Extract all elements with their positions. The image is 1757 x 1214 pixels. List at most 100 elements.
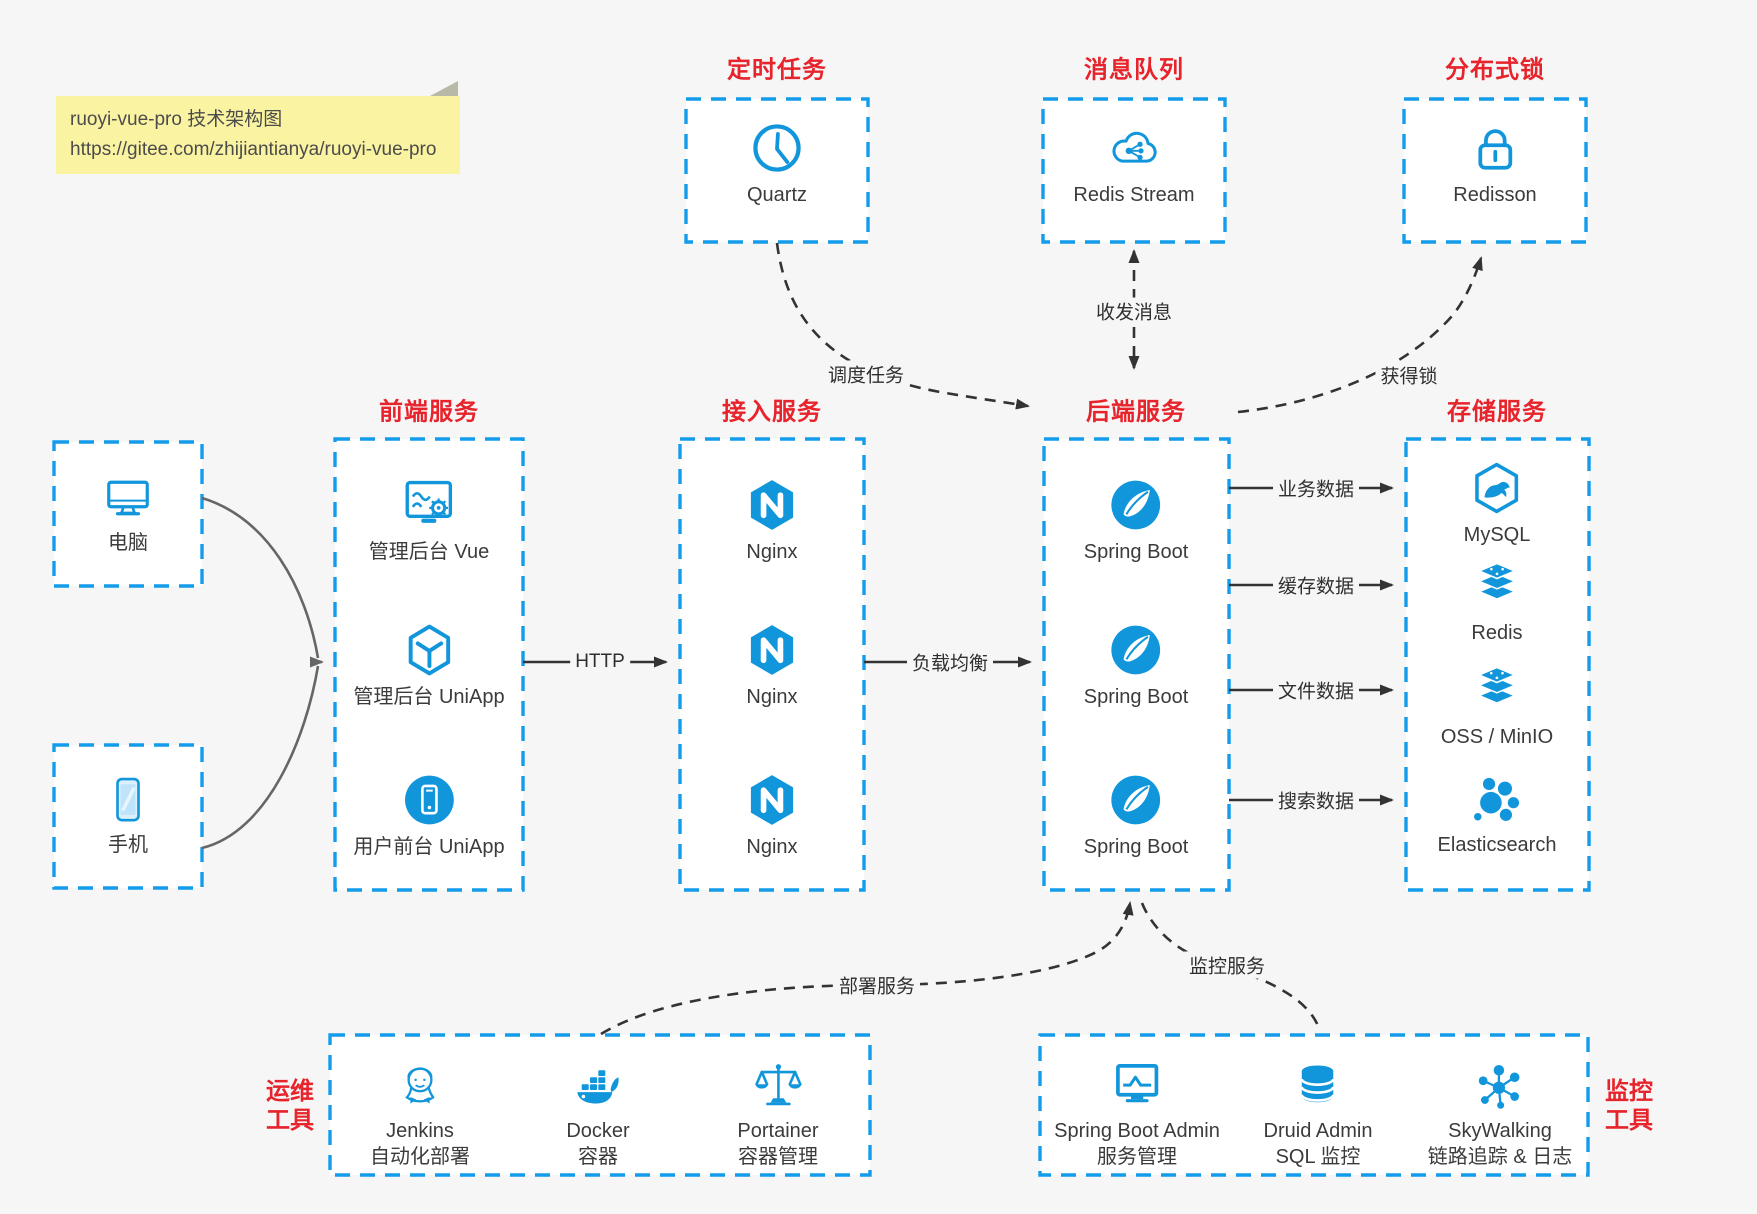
mobile-to-frontend-curve xyxy=(201,665,320,850)
deploy-curve xyxy=(600,901,1134,1036)
access-title: 接入服务 xyxy=(722,398,822,426)
portainer-icon xyxy=(750,1058,806,1114)
portainer-node: Portainer 容器管理 xyxy=(737,1058,819,1170)
nginx-label: Nginx xyxy=(746,541,798,563)
note-url: https://gitee.com/zhijiantianya/ruoyi-vu… xyxy=(70,139,437,160)
druid-db-icon xyxy=(1290,1058,1346,1114)
monitor-label: 监控服务 xyxy=(1183,951,1271,979)
redis-stack-icon xyxy=(1467,556,1527,616)
acquire-lock-curve xyxy=(1237,256,1483,414)
user-app-icon xyxy=(399,770,459,830)
monitor-box xyxy=(1038,1033,1590,1177)
spring-boot-label: Spring Boot xyxy=(1083,541,1189,563)
backend-title: 后端服务 xyxy=(1086,398,1186,426)
spring-boot-admin-name: Spring Boot Admin xyxy=(1054,1120,1220,1142)
message-label: 收发消息 xyxy=(1090,297,1178,325)
cloud-share-icon xyxy=(1104,118,1164,178)
jenkins-name: Jenkins xyxy=(386,1120,454,1142)
lock-title: 分布式锁 xyxy=(1445,56,1545,84)
druid-admin-desc: SQL 监控 xyxy=(1275,1146,1361,1168)
elasticsearch-node: Elasticsearch xyxy=(1437,768,1557,858)
spring-boot-label: Spring Boot xyxy=(1083,836,1189,858)
acquire-lock-label: 获得锁 xyxy=(1375,361,1443,389)
mysql-node: MySQL xyxy=(1463,458,1531,548)
load-balance-label: 负载均衡 xyxy=(906,648,994,676)
search-data-label: 搜索数据 xyxy=(1272,786,1360,814)
pc-to-frontend-curve xyxy=(201,496,320,659)
mobile-node: 手机 xyxy=(100,772,156,858)
docker-name: Docker xyxy=(566,1120,630,1142)
ops-side-title: 运维 工具 xyxy=(266,1077,314,1135)
biz-data-label: 业务数据 xyxy=(1272,474,1360,502)
spring-icon xyxy=(1106,475,1166,535)
pc-label: 电脑 xyxy=(108,532,148,554)
mysql-icon xyxy=(1467,458,1527,518)
file-data-label: 文件数据 xyxy=(1272,676,1360,704)
redis-stack-icon xyxy=(1467,660,1527,720)
spring-icon xyxy=(1106,620,1166,680)
admin-vue-node: 管理后台 Vue xyxy=(369,475,489,565)
mysql-label: MySQL xyxy=(1463,524,1531,546)
docker-node: Docker 容器 xyxy=(566,1058,630,1170)
mobile-label: 手机 xyxy=(108,834,148,856)
storage-title: 存储服务 xyxy=(1447,398,1547,426)
jenkins-desc: 自动化部署 xyxy=(370,1146,470,1168)
nginx-icon xyxy=(742,475,802,535)
oss-minio-node: OSS / MinIO xyxy=(1441,660,1553,750)
pc-node: 电脑 xyxy=(100,470,156,556)
jenkins-node: Jenkins 自动化部署 xyxy=(370,1058,470,1170)
redis-node: Redis xyxy=(1467,556,1527,646)
redis-stream-label: Redis Stream xyxy=(1073,184,1195,206)
note-fold-corner xyxy=(430,81,458,96)
skywalking-icon xyxy=(1472,1058,1528,1114)
spring-boot-admin-node: Spring Boot Admin 服务管理 xyxy=(1054,1058,1220,1170)
schedule-label: 调度任务 xyxy=(822,360,910,388)
admin-uniapp-label: 管理后台 UniApp xyxy=(353,686,505,708)
spring-boot-node: Spring Boot xyxy=(1083,475,1189,565)
uniapp-cube-icon xyxy=(399,620,459,680)
sba-monitor-icon xyxy=(1109,1058,1165,1114)
spring-boot-node: Spring Boot xyxy=(1083,620,1189,710)
skywalking-name: SkyWalking xyxy=(1448,1120,1552,1142)
skywalking-node: SkyWalking 链路追踪 & 日志 xyxy=(1428,1058,1572,1170)
redis-label: Redis xyxy=(1471,622,1523,644)
druid-admin-node: Druid Admin SQL 监控 xyxy=(1263,1058,1373,1170)
skywalking-desc: 链路追踪 & 日志 xyxy=(1427,1146,1573,1168)
clock-icon xyxy=(747,118,807,178)
druid-admin-name: Druid Admin xyxy=(1263,1120,1373,1142)
queue-title: 消息队列 xyxy=(1084,56,1184,84)
deploy-label: 部署服务 xyxy=(833,971,921,999)
docker-desc: 容器 xyxy=(577,1146,618,1168)
portainer-name: Portainer xyxy=(737,1120,819,1142)
smartphone-icon xyxy=(100,772,156,828)
redis-stream-node: Redis Stream xyxy=(1073,118,1195,208)
queue-box xyxy=(1041,97,1227,244)
redisson-node: Redisson xyxy=(1453,118,1537,208)
user-uniapp-label: 用户前台 UniApp xyxy=(353,836,505,858)
elasticsearch-icon xyxy=(1467,768,1527,828)
elasticsearch-label: Elasticsearch xyxy=(1437,834,1557,856)
monitor-side-title: 监控 工具 xyxy=(1605,1077,1653,1135)
admin-vue-label: 管理后台 Vue xyxy=(368,541,490,563)
nginx-icon xyxy=(742,620,802,680)
sticky-note: ruoyi-vue-pro 技术架构图 https://gitee.com/zh… xyxy=(56,81,460,174)
desktop-icon xyxy=(100,470,156,526)
spring-boot-node: Spring Boot xyxy=(1083,770,1189,860)
admin-vue-icon xyxy=(399,475,459,535)
nginx-node: Nginx xyxy=(742,475,802,565)
quartz-label: Quartz xyxy=(746,184,808,206)
spring-boot-admin-desc: 服务管理 xyxy=(1097,1146,1177,1168)
nginx-icon xyxy=(742,770,802,830)
nginx-label: Nginx xyxy=(746,686,798,708)
spring-boot-label: Spring Boot xyxy=(1083,686,1189,708)
ops-side-line1: 运维 xyxy=(266,1078,314,1105)
frontend-title: 前端服务 xyxy=(379,398,479,426)
oss-minio-label: OSS / MinIO xyxy=(1440,726,1554,748)
nginx-label: Nginx xyxy=(746,836,798,858)
admin-uniapp-node: 管理后台 UniApp xyxy=(353,620,505,710)
http-label: HTTP xyxy=(570,651,630,673)
quartz-node: Quartz xyxy=(747,118,807,208)
spring-icon xyxy=(1106,770,1166,830)
storage-box xyxy=(1404,437,1591,892)
